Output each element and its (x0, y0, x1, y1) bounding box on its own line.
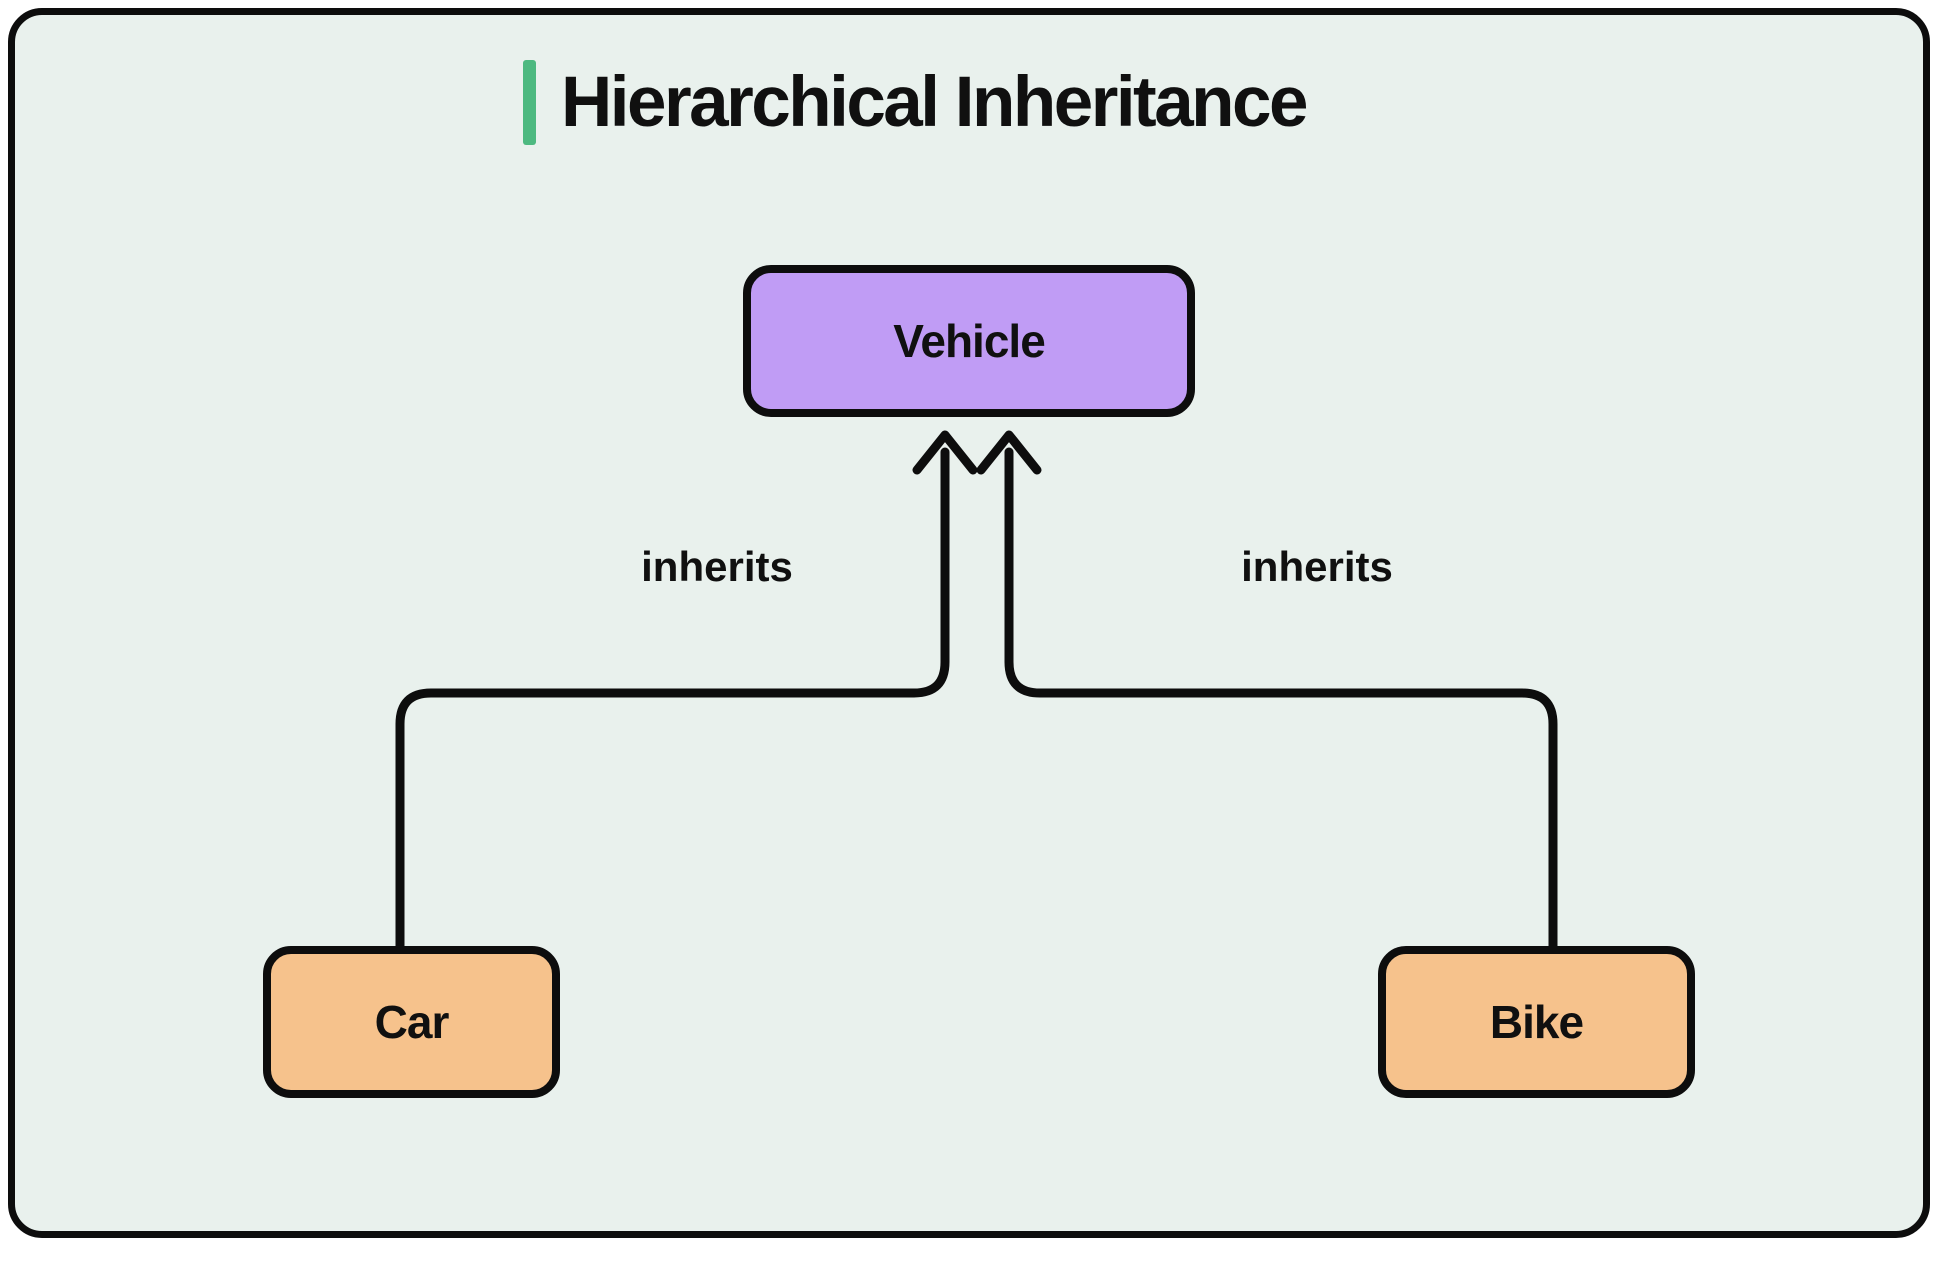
edge-label-left: inherits (641, 543, 793, 590)
edge-bike-to-vehicle (1004, 447, 1558, 951)
edge-car-to-vehicle (395, 447, 950, 951)
node-car: Car (263, 946, 560, 1098)
node-bike: Bike (1378, 946, 1695, 1098)
node-vehicle: Vehicle (743, 265, 1195, 417)
node-vehicle-label: Vehicle (893, 315, 1046, 367)
page-title: Hierarchical Inheritance (561, 63, 1309, 142)
diagram-canvas: Hierarchical Inheritance Vehicle Car Bik… (8, 8, 1930, 1238)
node-bike-label: Bike (1489, 996, 1584, 1048)
arrowhead-car-icon (912, 430, 978, 475)
inheritance-edges (395, 430, 1558, 951)
arrowhead-bike-icon (976, 430, 1042, 475)
node-car-label: Car (374, 996, 450, 1048)
edge-label-right: inherits (1241, 543, 1393, 590)
title-accent-bar (523, 60, 536, 145)
title-block: Hierarchical Inheritance (523, 55, 1309, 150)
